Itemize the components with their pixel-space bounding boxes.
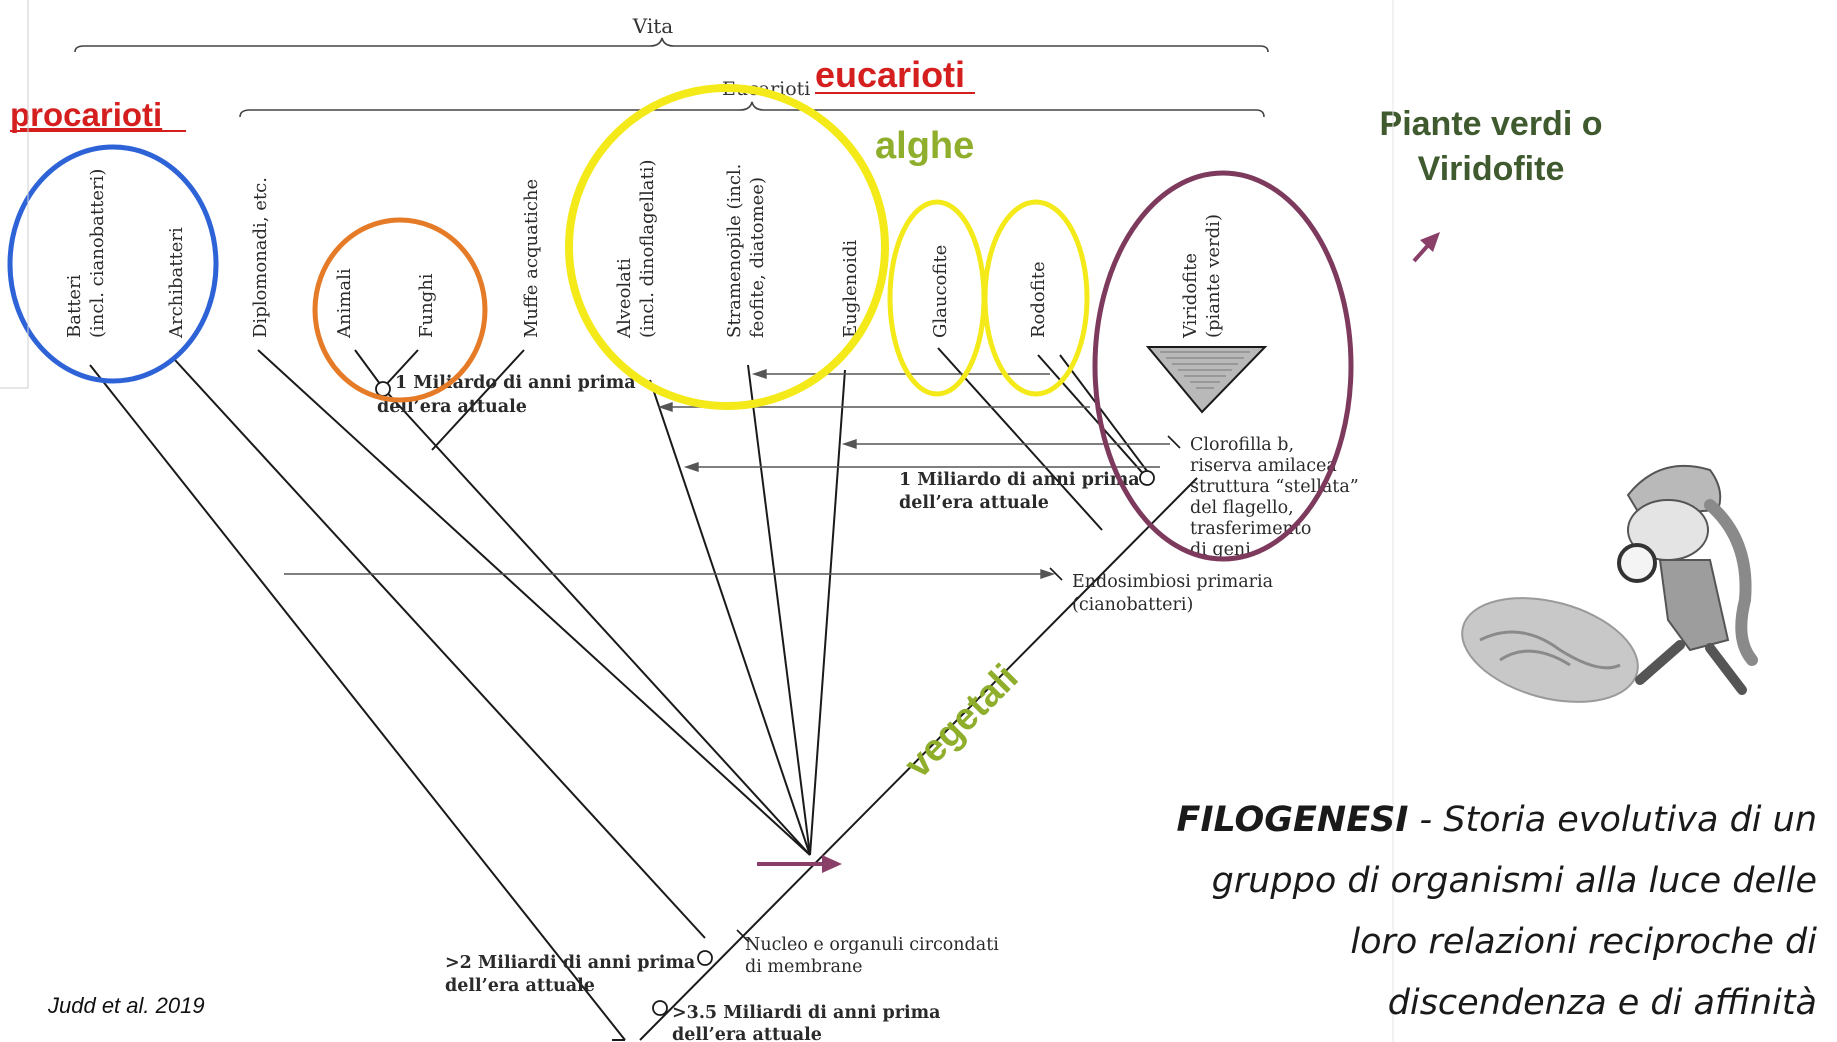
taxon-batteri-sub: (incl. cianobatteri) xyxy=(87,169,108,338)
taxon-alveolati-sub: (incl. dinoflagellati) xyxy=(637,159,658,338)
note-tre-miliardi-b: dell’era attuale xyxy=(672,1025,822,1042)
caption-text-3: loro relazioni reciproche di xyxy=(1350,922,1817,962)
opisthokont-circle xyxy=(312,217,488,403)
eucarioti-brace xyxy=(239,101,1265,118)
explorer-illustration xyxy=(1461,464,1758,703)
filogenesi-caption: FILOGENESI - Storia evolutiva di un grup… xyxy=(1057,790,1817,1034)
taxon-stramenopile: Stramenopile (incl. xyxy=(724,164,745,338)
algae-big-circle xyxy=(565,84,889,410)
taxon-viridofite-sub: (piante verdi) xyxy=(1203,214,1224,338)
caption-text-2: gruppo di organismi alla luce delle xyxy=(1211,861,1817,901)
note-endo-1: Endosimbiosi primaria xyxy=(1072,572,1273,592)
caption-line-1: FILOGENESI - Storia evolutiva di un xyxy=(1057,790,1817,851)
note-nucleo-2: di membrane xyxy=(745,957,863,977)
tree-notes: 1 Miliardo di anni prima dell’era attual… xyxy=(377,373,1359,1042)
taxon-batteri: Batteri xyxy=(64,274,85,338)
note-due-miliardi-a: >2 Miliardi di anni prima xyxy=(445,953,695,973)
alghe-label: alghe xyxy=(875,125,974,167)
vita-brace xyxy=(74,37,1269,53)
note-miliardo2-a: 1 Miliardo di anni prima xyxy=(899,470,1140,490)
note-miliardo2-b: dell’era attuale xyxy=(899,493,1049,513)
citation: Judd et al. 2019 xyxy=(48,993,205,1018)
taxon-animali: Animali xyxy=(334,268,355,339)
vegetali-label: vegetali xyxy=(897,657,1027,787)
taxon-stramenopile-sub: feofite, diatomee) xyxy=(747,177,768,338)
procarioti-label: procarioti xyxy=(10,96,162,133)
tree-branches xyxy=(89,347,1198,1041)
note-clorofilla-1: Clorofilla b, xyxy=(1190,435,1294,455)
trait-ticks xyxy=(736,435,1181,943)
fossil-pattern xyxy=(1479,630,1621,670)
taxon-diplomonadi: Diplomonadi, etc. xyxy=(250,177,271,338)
taxon-funghi: Funghi xyxy=(416,273,437,338)
taxa-labels: Batteri (incl. cianobatteri) Archibatter… xyxy=(64,159,1224,339)
note-clorofilla-3: struttura “stellata” xyxy=(1190,477,1359,497)
viridofite-triangle xyxy=(1145,346,1268,414)
rodofite-circle xyxy=(982,199,1090,397)
pointer-arrows xyxy=(757,232,1440,873)
piante-label-2: Viridofite xyxy=(1418,150,1565,188)
caption-text-4: discendenza e di affinità xyxy=(1387,983,1817,1023)
piante-label-1: Piante verdi o xyxy=(1380,105,1603,143)
note-due-miliardi-b: dell’era attuale xyxy=(445,976,595,996)
vita-label: Vita xyxy=(632,14,674,38)
fossil-shape xyxy=(1461,597,1639,703)
note-clorofilla-4: del flagello, xyxy=(1190,498,1294,518)
explorer-body xyxy=(1658,559,1730,652)
caption-title: FILOGENESI xyxy=(1176,800,1409,840)
eucarioti-label: eucarioti xyxy=(815,54,965,95)
taxon-alveolati: Alveolati xyxy=(614,258,635,339)
taxon-viridofite: Viridofite xyxy=(1180,253,1201,339)
note-tre-miliardi-a: >3.5 Miliardi di anni prima xyxy=(672,1003,941,1023)
taxon-muffe: Muffe acquatiche xyxy=(521,179,542,338)
note-clorofilla-2: riserva amilacea xyxy=(1190,456,1337,476)
triangle-hatch xyxy=(1160,351,1250,389)
magnifier-icon xyxy=(1617,543,1657,583)
taxon-glaucofite: Glaucofite xyxy=(930,245,951,338)
taxon-archibatteri: Archibatteri xyxy=(166,227,187,339)
viridofite-circle xyxy=(1092,170,1354,562)
note-nucleo-1: Nucleo e organuli circondati xyxy=(745,935,999,955)
note-miliardo1-a: 1 Miliardo di anni prima xyxy=(395,373,636,393)
explorer-hair xyxy=(1704,499,1758,666)
procarioti-circle xyxy=(7,144,219,384)
taxon-euglenoidi: Euglenoidi xyxy=(840,240,861,338)
note-endo-2: (cianobatteri) xyxy=(1072,595,1193,615)
note-clorofilla-5: trasferimento xyxy=(1190,519,1311,539)
explorer-legs xyxy=(1635,640,1747,695)
caption-text-1: - Storia evolutiva di un xyxy=(1408,800,1817,840)
note-miliardo1-b: dell’era attuale xyxy=(377,397,527,417)
taxon-rodofite: Rodofite xyxy=(1028,261,1049,338)
